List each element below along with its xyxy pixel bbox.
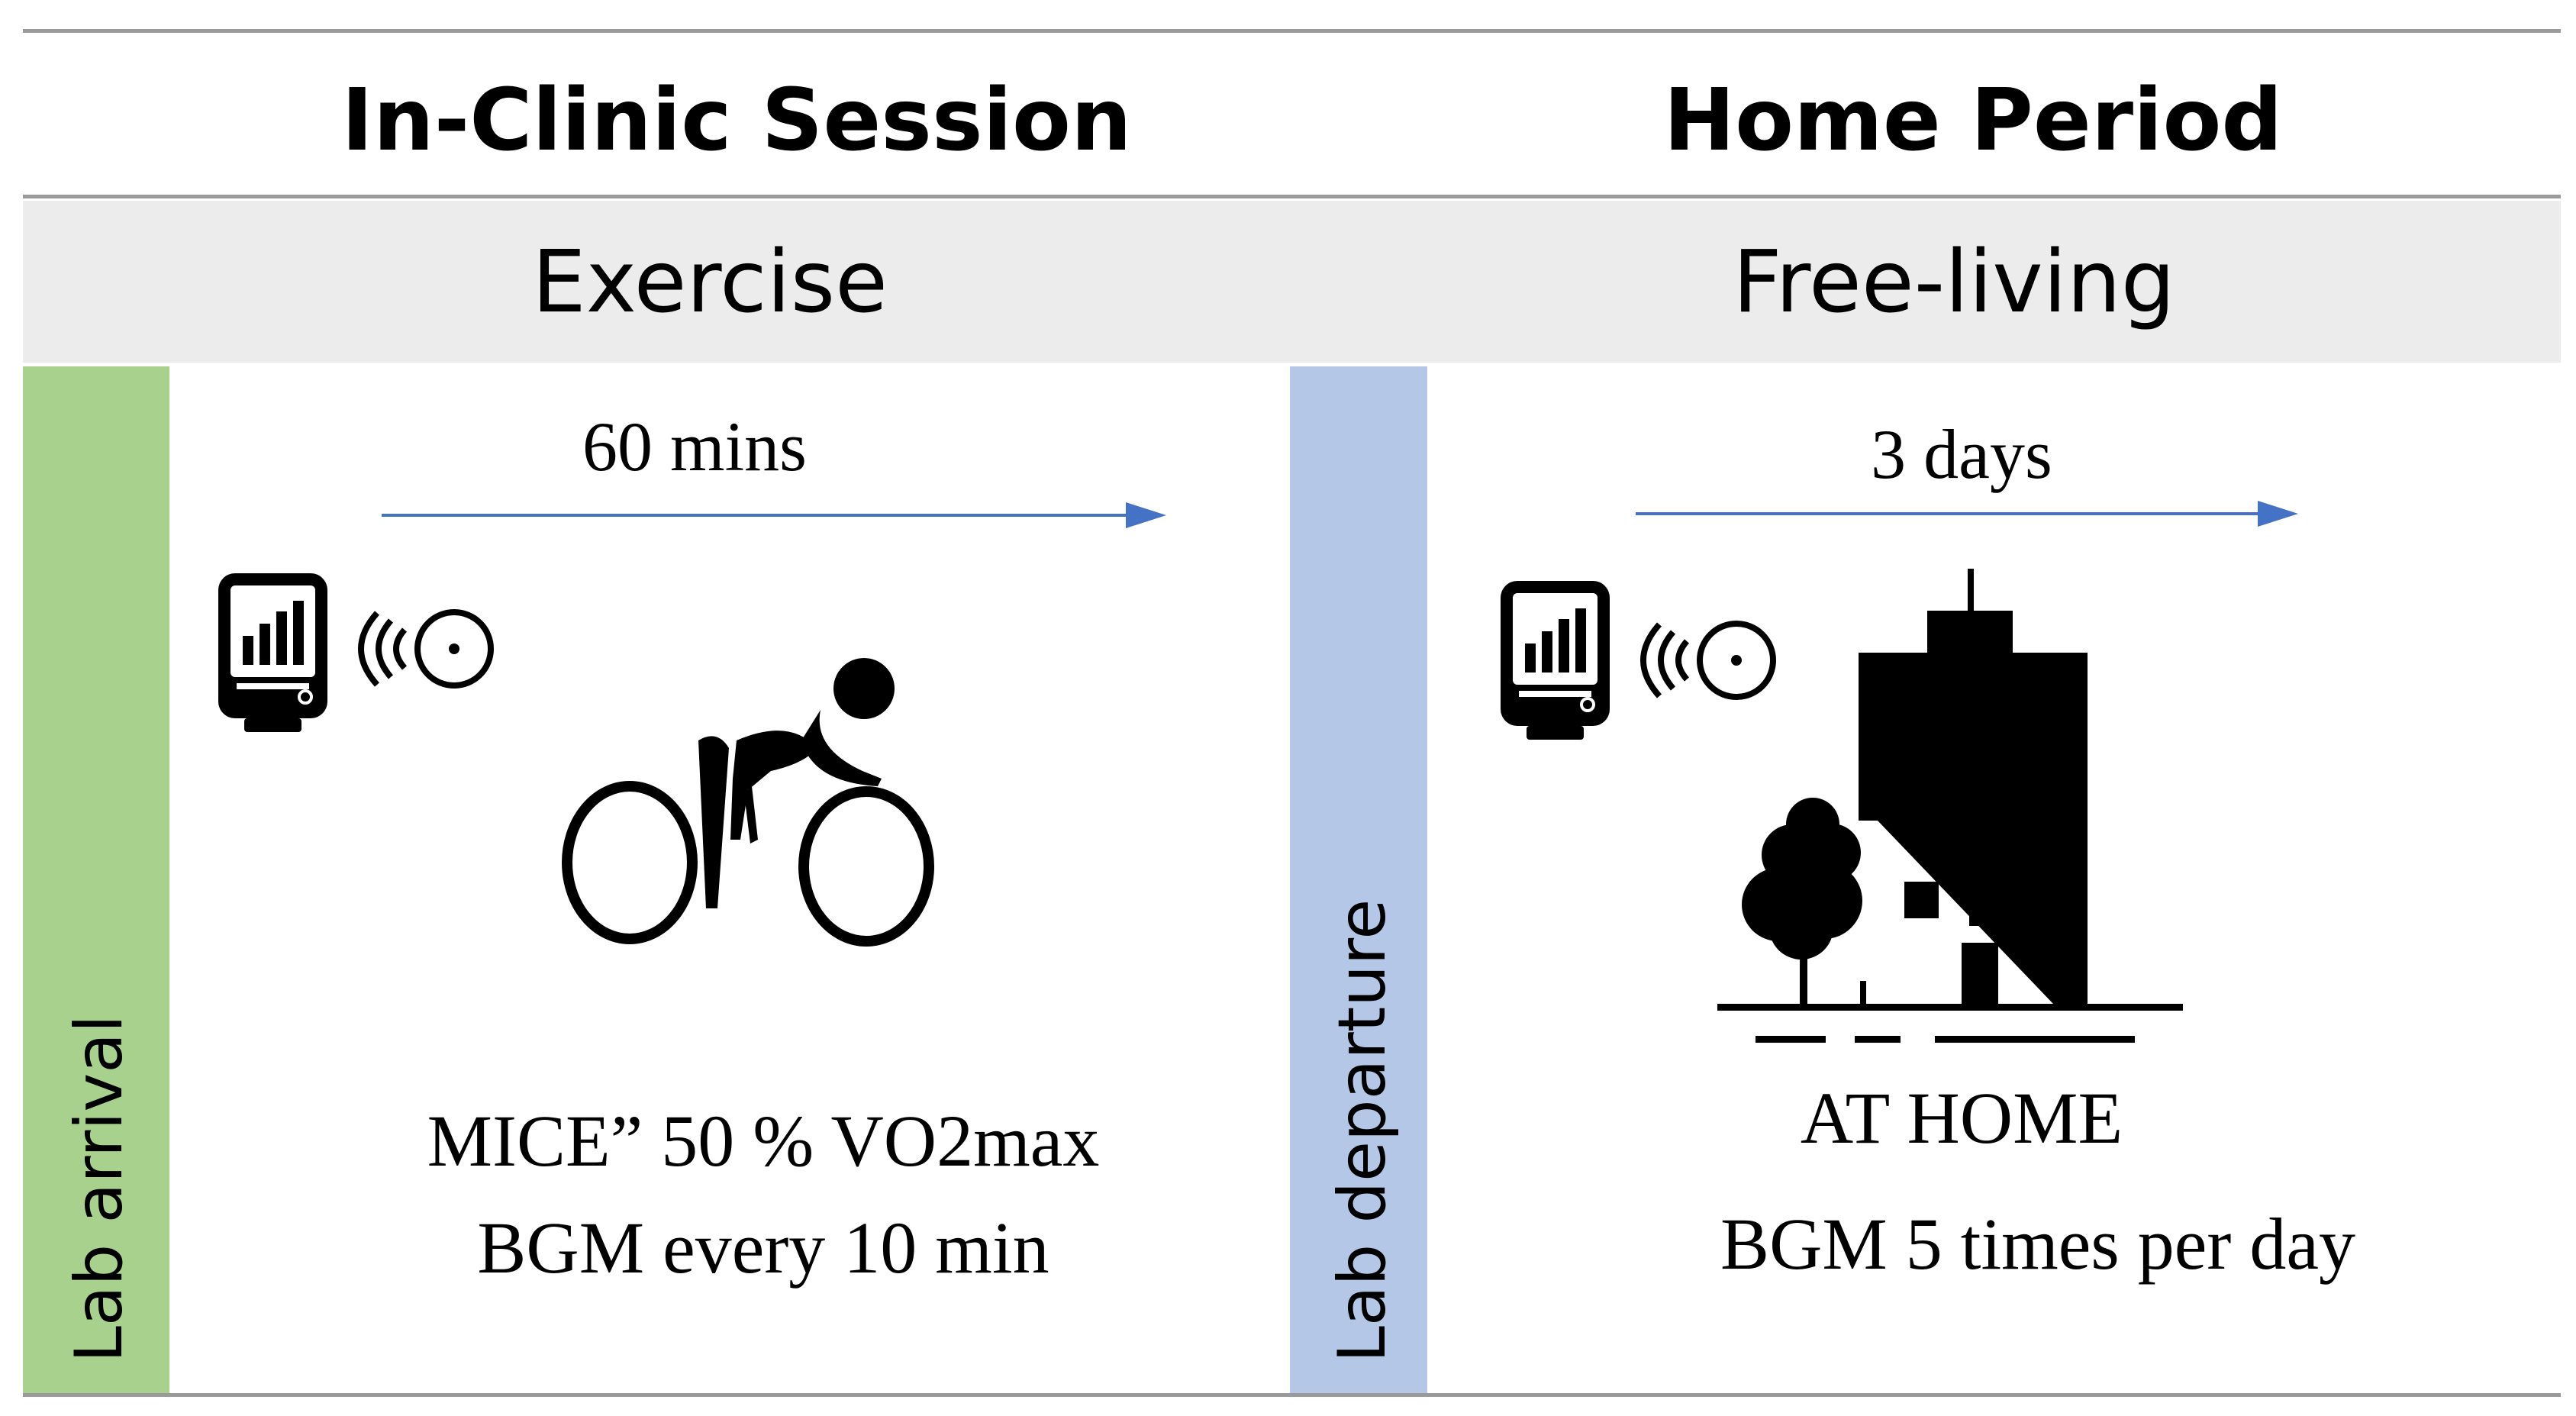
cgm-sensor-icon [1697,621,1776,700]
header-rule [23,195,2561,198]
cgm-sensor-icon [414,609,494,689]
cgm-receiver-icon [1501,581,1610,740]
lab-arrival-bar [23,366,169,1393]
home-period-title: Home Period [1663,71,2283,170]
cyclist-icon [562,658,934,947]
free-living-phase-label: Free-living [1733,233,2175,332]
wireless-signal-icon [1640,622,1690,698]
cgm-receiver-icon [218,573,327,732]
home-location-text: AT HOME [1800,1077,2123,1159]
clinic-monitoring-text: BGM every 10 min [477,1207,1049,1289]
home-duration-label: 3 days [1871,415,2052,493]
house-city-icon [1717,569,2183,1043]
clinic-session-title: In-Clinic Session [341,71,1132,170]
clinic-protocol-text: MICE” 50 % VO2max [427,1100,1100,1182]
lab-departure-label: Lab departure [1324,898,1401,1363]
home-monitoring-text: BGM 5 times per day [1720,1203,2355,1285]
wireless-signal-icon [358,611,408,687]
home-timeline-arrow [1636,501,2298,527]
clinic-timeline-arrow [382,502,1166,528]
phase-band [23,201,2561,363]
exercise-phase-label: Exercise [531,233,888,332]
top-rule [23,29,2561,33]
bottom-rule [23,1393,2561,1397]
lab-arrival-label: Lab arrival [61,1014,137,1363]
lab-departure-bar [1290,366,1427,1393]
clinic-duration-label: 60 mins [582,408,807,485]
